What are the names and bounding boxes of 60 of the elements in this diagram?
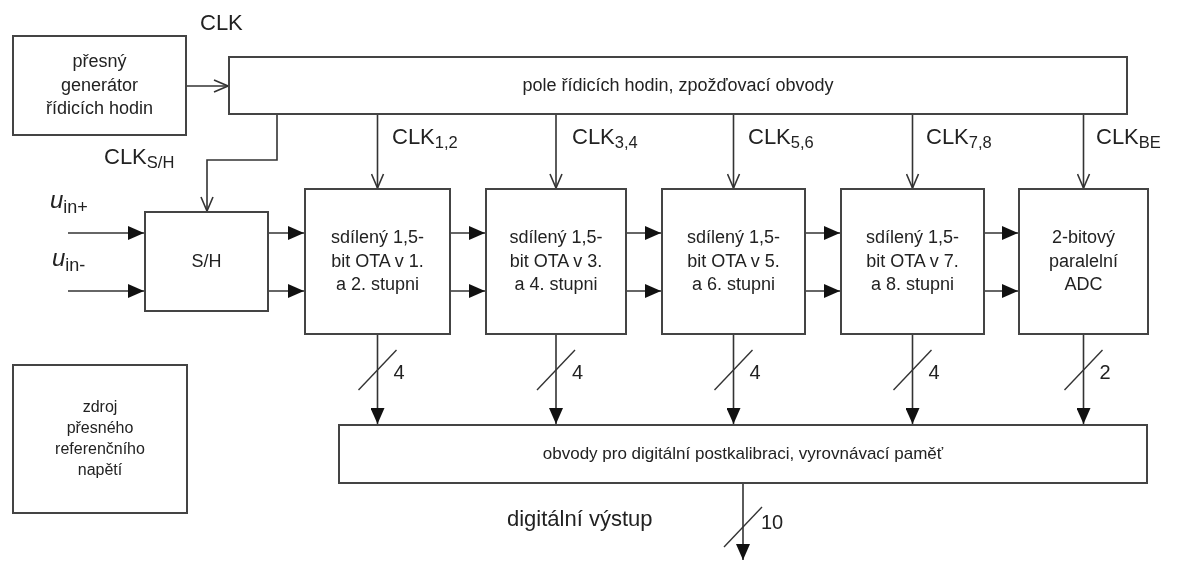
signal-arrow	[726, 334, 741, 425]
block-box	[304, 188, 451, 335]
clock-arrow	[549, 114, 563, 189]
signal-label: CLK$_{S/H}$	[104, 146, 175, 168]
block-box	[661, 188, 806, 335]
signal-arrow	[984, 284, 1019, 298]
signal-arrow	[67, 226, 145, 240]
signal-label: 4	[928, 362, 940, 382]
block-box	[144, 211, 269, 312]
block-label: přesný generátor řídicích hodin	[44, 50, 155, 121]
signal-label: CLK$_{7,8}$	[926, 126, 992, 148]
block-label: sdílený 1,5-bit OTA v 3. a 4. stupni	[508, 226, 604, 297]
signal-label: CLK$_{BE}$	[1096, 126, 1161, 148]
block-box	[228, 56, 1128, 115]
clock-arrow	[905, 114, 920, 189]
signal-arrow	[984, 226, 1019, 240]
output-label: digitální výstup	[507, 508, 653, 530]
clock-arrow	[1076, 114, 1091, 189]
block-box	[840, 188, 985, 335]
block-label: 2-bitový paralelní ADC	[1047, 226, 1119, 297]
signal-arrow	[67, 284, 145, 298]
signal-arrow	[450, 226, 486, 240]
block-box	[485, 188, 627, 335]
clock-arrow	[726, 114, 741, 189]
block-label: sdílený 1,5-bit OTA v 7. a 8. stupni	[864, 226, 961, 297]
signal-label: CLK$_{5,6}$	[748, 126, 814, 148]
signal-label: 4	[393, 362, 405, 382]
signal-label: 4	[572, 362, 584, 382]
signal-arrow	[1076, 334, 1091, 425]
block-label: sdílený 1,5-bit OTA v 5. a 6. stupni	[685, 226, 782, 297]
input-signal-label: u$_{in+}$	[50, 188, 88, 212]
block-label: sdílený 1,5-bit OTA v 1. a 2. stupni	[329, 226, 426, 297]
signal-label: 2	[1099, 362, 1111, 382]
clock-arrow	[200, 114, 278, 212]
signal-arrow	[736, 483, 750, 561]
block-box	[1018, 188, 1149, 335]
signal-arrow	[268, 284, 305, 298]
signal-arrow	[805, 284, 841, 298]
block-label: obvody pro digitální postkalibraci, vyrovnávací paměť	[542, 442, 944, 465]
signal-label: 4	[749, 362, 761, 382]
signal-arrow	[626, 226, 662, 240]
block-label: zdroj přesného referenčního napětí	[54, 397, 146, 480]
signal-label: CLK$_{3,4}$	[572, 126, 638, 148]
block-box	[12, 364, 188, 514]
signal-arrow	[549, 334, 563, 425]
block-label: pole řídicích hodin, zpožďovací obvody	[522, 73, 834, 97]
signal-label: 10	[761, 512, 784, 532]
signal-arrow	[805, 226, 841, 240]
signal-arrow	[450, 284, 486, 298]
block-box	[12, 35, 187, 136]
signal-arrow	[370, 334, 385, 425]
block-box	[338, 424, 1148, 484]
signal-arrow	[626, 284, 662, 298]
input-signal-label: u$_{in-}$	[52, 246, 86, 270]
signal-label: CLK$_{1,2}$	[392, 126, 458, 148]
signal-arrow	[905, 334, 920, 425]
clock-arrow	[370, 114, 385, 189]
clock-arrow	[186, 79, 229, 93]
signal-arrow	[268, 226, 305, 240]
block-label: S/H	[191, 249, 222, 273]
